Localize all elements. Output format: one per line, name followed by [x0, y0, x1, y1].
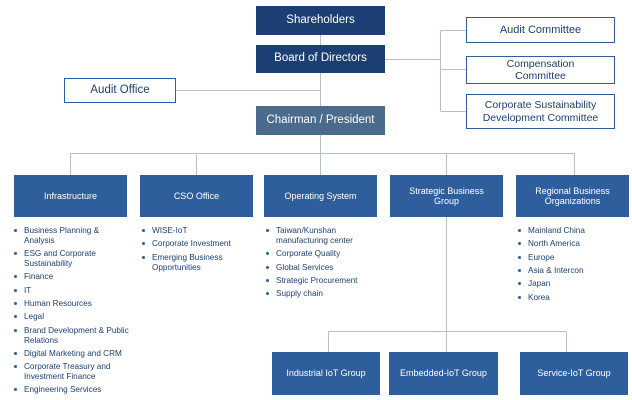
list-item: Human Resources: [14, 299, 130, 309]
audit-office-label: Audit Office: [90, 83, 150, 96]
group-embedded-iot: Embedded-IoT Group: [389, 352, 498, 395]
list-item: Global Services: [266, 263, 384, 273]
list-item: Business Planning & Analysis: [14, 226, 130, 246]
division-regional-business-organizations: Regional Business Organizations: [516, 175, 629, 217]
sustainability-committee-node: Corporate Sustainability Development Com…: [466, 94, 615, 129]
committee-label: Compensation Committee: [506, 57, 575, 82]
list-item: Emerging Business Opportunities: [142, 253, 256, 273]
list-item: Taiwan/Kunshan manufacturing center: [266, 226, 384, 246]
list-item: Corporate Quality: [266, 249, 384, 259]
list-item: Digital Marketing and CRM: [14, 349, 130, 359]
division-operating-system: Operating System: [264, 175, 377, 217]
division-infrastructure: Infrastructure: [14, 175, 127, 217]
operating-system-list: Taiwan/Kunshan manufacturing center Corp…: [266, 226, 384, 303]
shareholders-label: Shareholders: [286, 13, 355, 26]
board-of-directors-node: Board of Directors: [256, 45, 385, 73]
list-item: Mainland China: [518, 226, 626, 236]
list-item: North America: [518, 239, 626, 249]
list-item: Corporate Treasury and Investment Financ…: [14, 362, 130, 382]
audit-committee-node: Audit Committee: [466, 17, 615, 43]
list-item: Asia & Intercon: [518, 266, 626, 276]
division-label: Operating System: [284, 190, 357, 201]
board-label: Board of Directors: [274, 52, 367, 65]
division-label: Strategic Business Group: [409, 185, 484, 206]
list-item: Engineering Services: [14, 385, 130, 395]
list-item: Japan: [518, 279, 626, 289]
list-item: IT: [14, 286, 130, 296]
compensation-committee-node: Compensation Committee: [466, 56, 615, 84]
chairman-president-node: Chairman / President: [256, 106, 385, 135]
group-service-iot: Service-IoT Group: [520, 352, 628, 395]
list-item: Supply chain: [266, 289, 384, 299]
group-label: Embedded-IoT Group: [400, 368, 487, 379]
list-item: Legal: [14, 312, 130, 322]
committee-label: Corporate Sustainability Development Com…: [482, 99, 599, 124]
division-cso-office: CSO Office: [140, 175, 253, 217]
audit-office-node: Audit Office: [64, 78, 176, 103]
cso-office-list: WISE-IoT Corporate Investment Emerging B…: [142, 226, 256, 276]
list-item: ESG and Corporate Sustainability: [14, 249, 130, 269]
regional-list: Mainland China North America Europe Asia…: [518, 226, 626, 306]
committee-label: Audit Committee: [499, 23, 582, 36]
list-item: Korea: [518, 293, 626, 303]
division-label: Infrastructure: [43, 190, 98, 201]
division-label: Regional Business Organizations: [535, 185, 610, 206]
group-industrial-iot: Industrial IoT Group: [272, 352, 380, 395]
list-item: Strategic Procurement: [266, 276, 384, 286]
list-item: Europe: [518, 253, 626, 263]
list-item: WISE-IoT: [142, 226, 256, 236]
group-label: Industrial IoT Group: [286, 368, 366, 379]
division-label: CSO Office: [173, 190, 220, 201]
list-item: Finance: [14, 272, 130, 282]
group-label: Service-IoT Group: [537, 368, 611, 379]
list-item: Corporate Investment: [142, 239, 256, 249]
shareholders-node: Shareholders: [256, 6, 385, 35]
infrastructure-list: Business Planning & Analysis ESG and Cor…: [14, 226, 130, 399]
list-item: Brand Development & Public Relations: [14, 326, 130, 346]
division-strategic-business-group: Strategic Business Group: [390, 175, 503, 217]
chairman-label: Chairman / President: [266, 113, 375, 126]
